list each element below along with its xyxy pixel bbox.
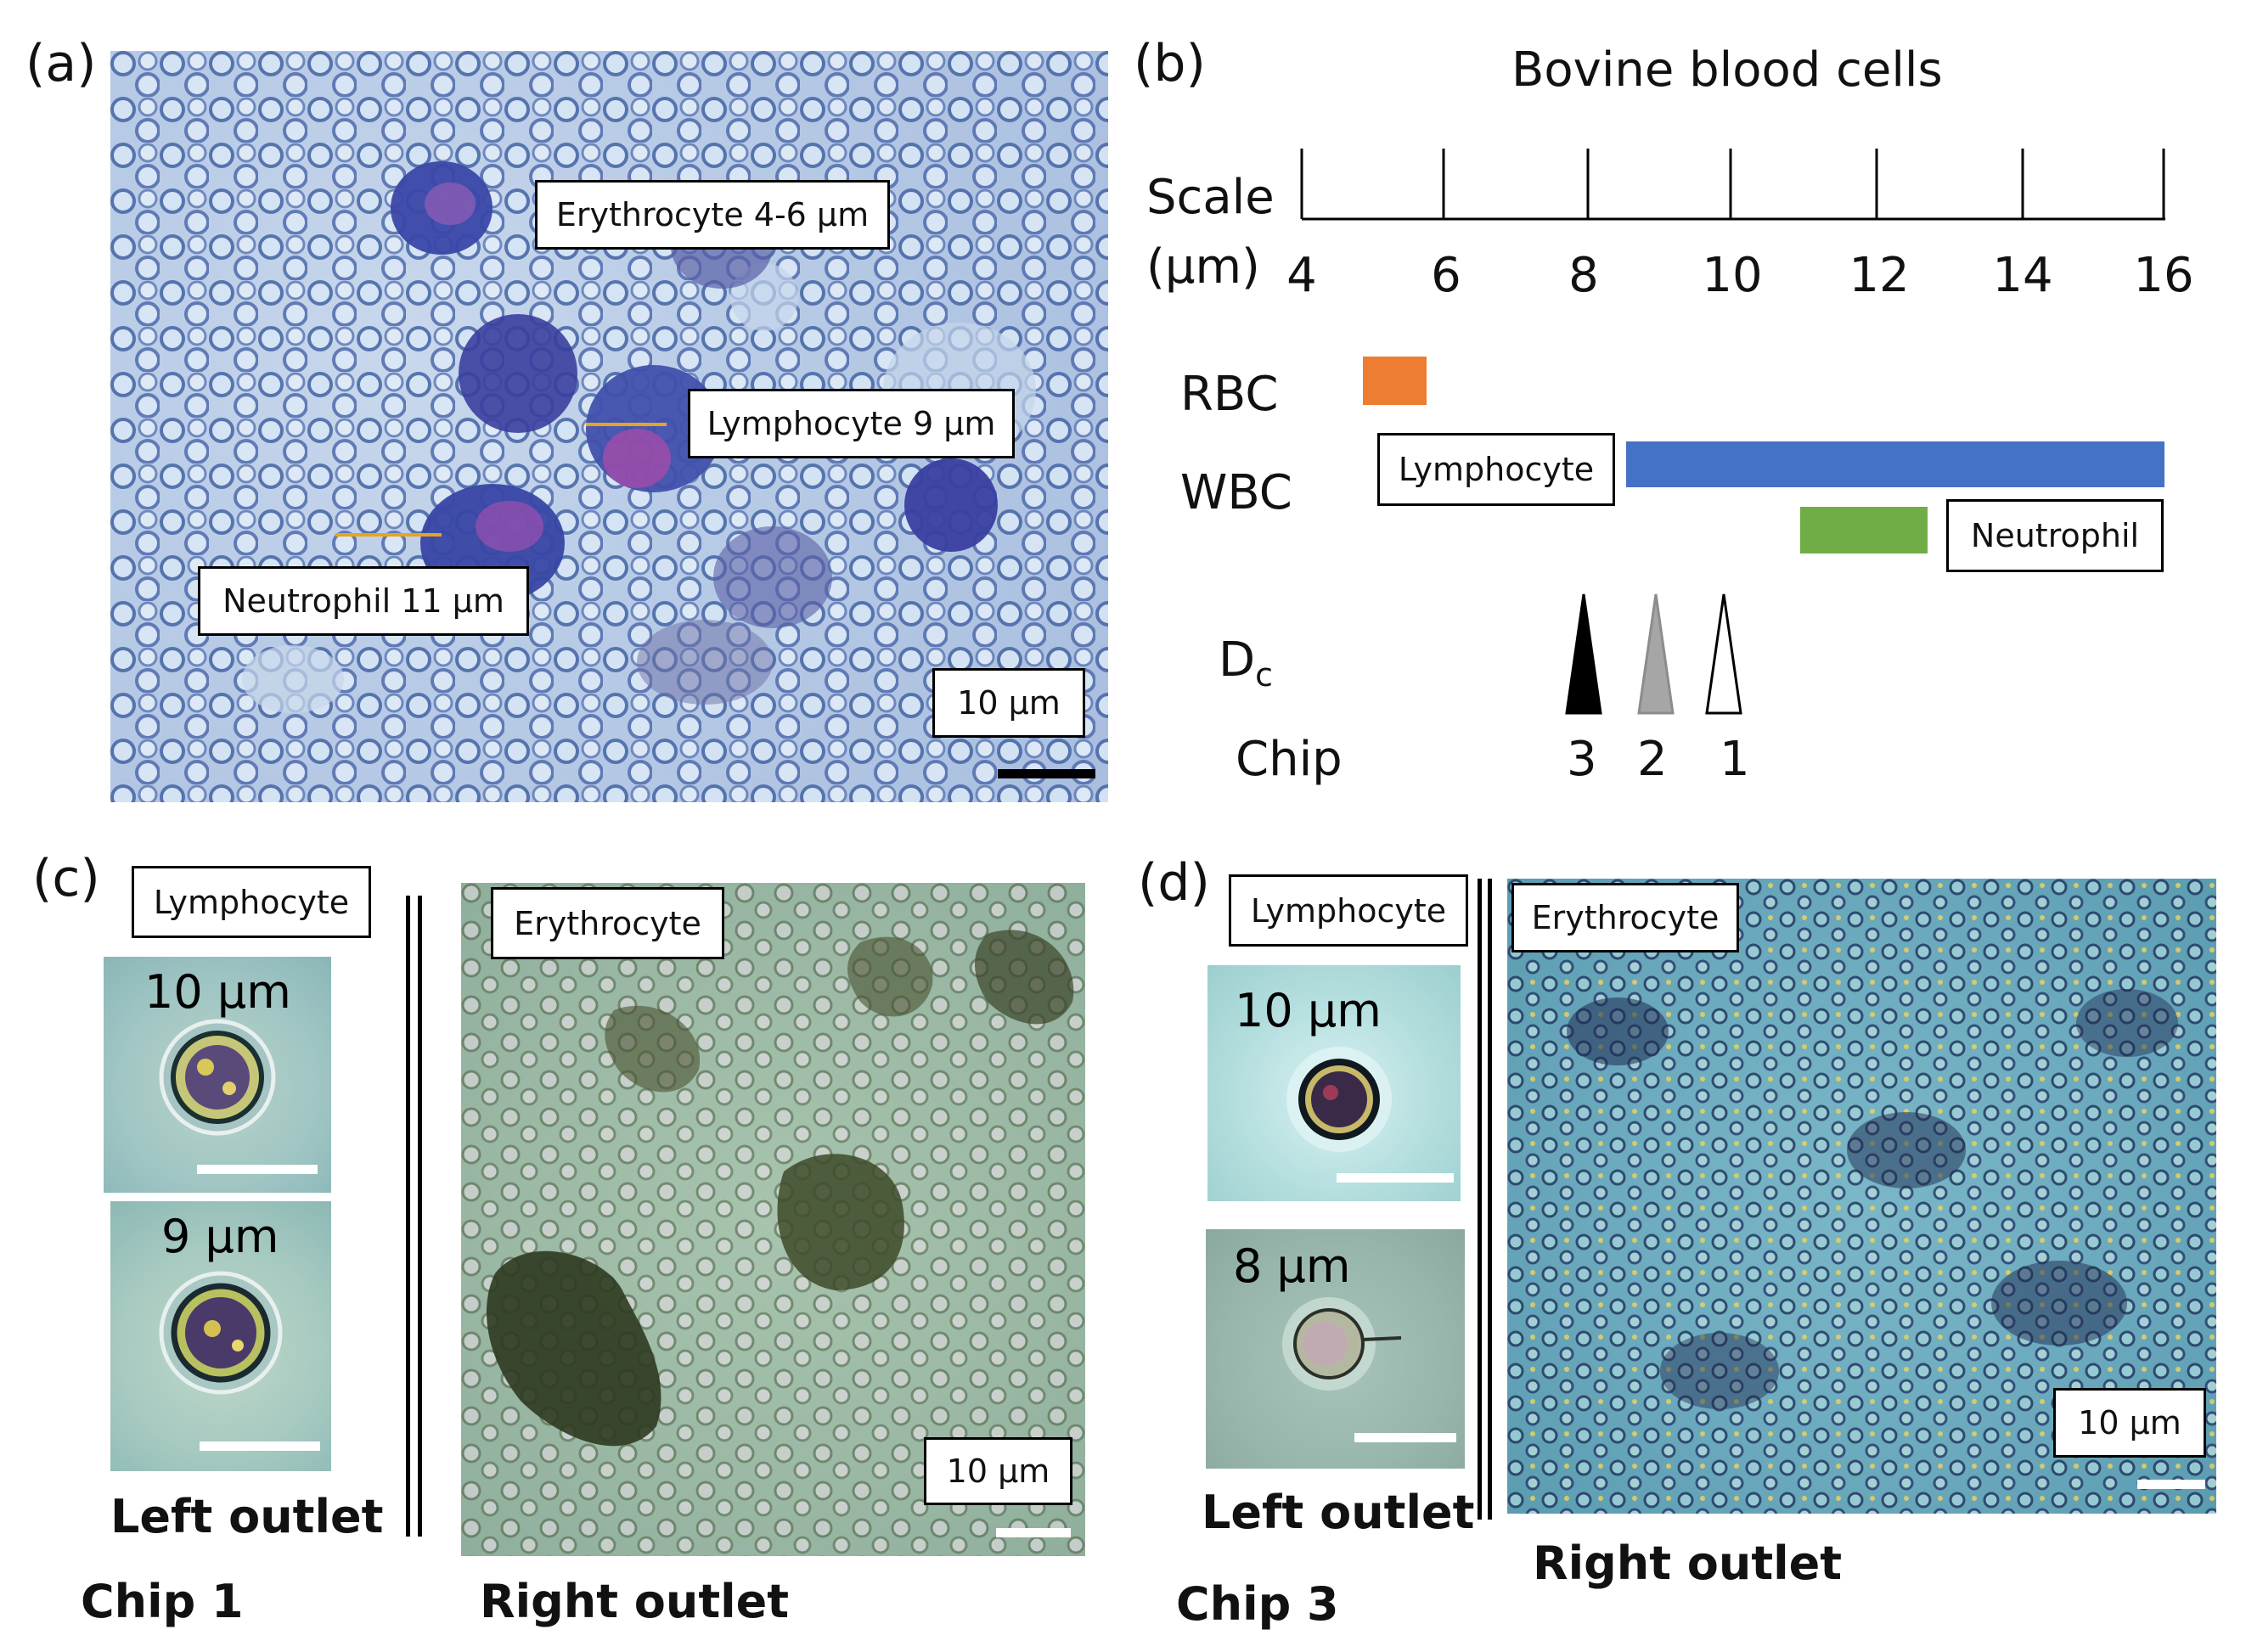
panel-d-letter: (d) xyxy=(1138,853,1210,913)
c-lymphocyte-box: Lymphocyte xyxy=(132,866,371,938)
panel-a-letter: (a) xyxy=(25,34,97,93)
c-erythrocyte-micrograph: Erythrocyte 10 μm xyxy=(461,883,1085,1556)
neutrophil-range-bar xyxy=(1800,507,1928,553)
rbc-range-bar xyxy=(1363,357,1427,405)
dc-label-sub: c xyxy=(1255,656,1274,694)
tick-label: 8 xyxy=(1568,248,1599,303)
chip-label: Chip xyxy=(1236,732,1343,787)
d-cell2-micrograph: 8 μm xyxy=(1206,1229,1465,1469)
tick-label: 4 xyxy=(1286,248,1317,303)
d-left-outlet-label: Left outlet xyxy=(1202,1486,1475,1539)
chip1-triangle-icon xyxy=(1705,593,1742,715)
tick-label: 14 xyxy=(1992,248,2053,303)
wbc-label: WBC xyxy=(1180,465,1292,520)
c-scale-label: 10 μm xyxy=(924,1437,1072,1505)
chip3-triangle-icon xyxy=(1565,593,1602,715)
c-cell2-micrograph: 9 μm xyxy=(110,1201,331,1471)
wbc-range-bar xyxy=(1626,441,2164,487)
chip-number: 1 xyxy=(1720,732,1750,787)
neutrophil-label: Neutrophil 11 μm xyxy=(198,566,529,636)
c-divider xyxy=(418,896,422,1537)
c-scale-bar xyxy=(996,1528,1071,1537)
c-left-outlet-label: Left outlet xyxy=(110,1490,384,1543)
scale-label: 10 μm xyxy=(932,668,1085,738)
c-chip-label: Chip 1 xyxy=(81,1575,244,1628)
d-divider xyxy=(1488,879,1492,1520)
c-erythrocyte-box: Erythrocyte xyxy=(491,887,724,959)
c-divider xyxy=(406,896,410,1537)
c-cell1-scalebar xyxy=(197,1165,318,1174)
d-cell1-size: 10 μm xyxy=(1235,984,1382,1037)
dc-label: Dc xyxy=(1219,632,1273,694)
panel-b-letter: (b) xyxy=(1134,34,1206,93)
panel-c-letter: (c) xyxy=(32,849,100,908)
neutrophil-box: Neutrophil xyxy=(1946,499,2164,572)
d-right-outlet-label: Right outlet xyxy=(1533,1537,1843,1590)
chip2-triangle-icon xyxy=(1637,593,1675,715)
chip-number: 3 xyxy=(1567,732,1597,787)
d-cell2-scalebar xyxy=(1354,1433,1456,1442)
lymphocyte-label: Lymphocyte 9 μm xyxy=(688,389,1015,458)
d-cell1-micrograph: 10 μm xyxy=(1207,965,1461,1201)
scale-axis-label-1: Scale xyxy=(1146,170,1275,225)
d-erythrocyte-micrograph: Erythrocyte 10 μm xyxy=(1507,879,2216,1514)
d-cell1-scalebar xyxy=(1337,1173,1454,1183)
scale-axis-label-2: (μm) xyxy=(1146,239,1260,295)
tick-label: 12 xyxy=(1849,248,1910,303)
chip-cutoff-markers xyxy=(1565,593,1742,715)
dc-label-main: D xyxy=(1219,632,1256,688)
d-divider xyxy=(1478,879,1482,1520)
d-scale-label: 10 μm xyxy=(2053,1388,2206,1458)
c-cell1-micrograph: 10 μm xyxy=(104,957,331,1193)
d-scale-bar xyxy=(2137,1480,2205,1489)
lymphocyte-box: Lymphocyte xyxy=(1377,433,1615,506)
erythrocyte-label: Erythrocyte 4-6 μm xyxy=(535,180,890,250)
chip-number: 2 xyxy=(1637,732,1668,787)
c-cell2-scalebar xyxy=(200,1441,320,1451)
scale-bar xyxy=(998,769,1095,778)
panel-a-micrograph: Erythrocyte 4-6 μm Lymphocyte 9 μm Neutr… xyxy=(110,51,1108,802)
d-chip-label: Chip 3 xyxy=(1176,1577,1339,1631)
panel-b-title: Bovine blood cells xyxy=(1511,42,1943,98)
rbc-label: RBC xyxy=(1180,367,1279,422)
d-erythrocyte-box: Erythrocyte xyxy=(1511,883,1739,952)
tick-label: 6 xyxy=(1431,248,1461,303)
d-lymphocyte-box: Lymphocyte xyxy=(1229,874,1468,947)
tick-label: 10 xyxy=(1702,248,1763,303)
d-cell2-size: 8 μm xyxy=(1233,1239,1351,1293)
tick-label: 16 xyxy=(2133,248,2194,303)
c-cell2-size: 9 μm xyxy=(161,1210,279,1263)
scale-ruler xyxy=(1300,149,2165,221)
c-cell1-size: 10 μm xyxy=(144,965,291,1019)
c-right-outlet-label: Right outlet xyxy=(480,1575,790,1628)
